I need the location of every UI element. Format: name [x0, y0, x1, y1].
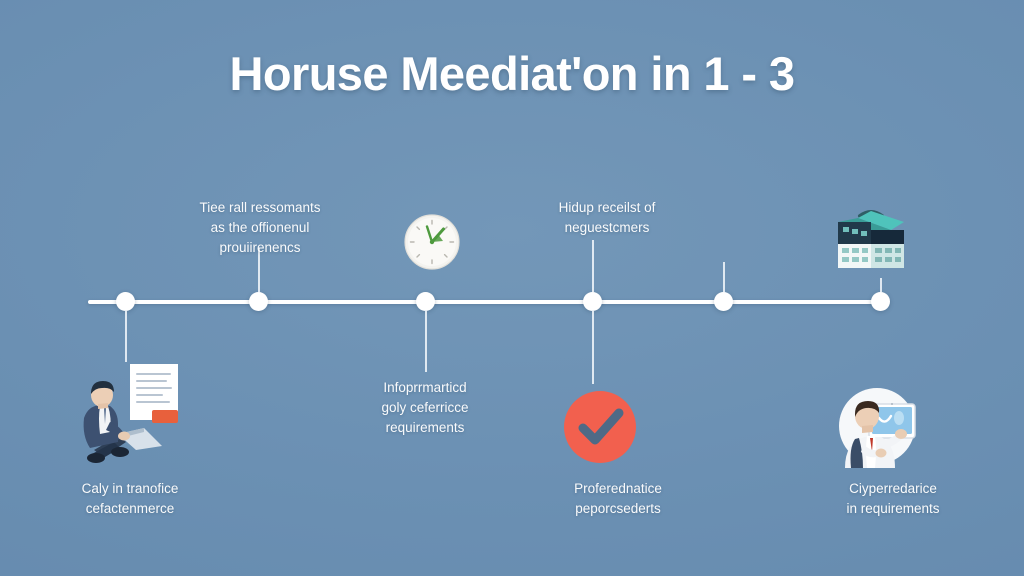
caption-bottom-left-line-1: Caly in tranofice: [81, 481, 179, 496]
briefcase-icon: [828, 200, 914, 278]
stem-node-4-down: [592, 310, 594, 384]
timeline-node-5[interactable]: [714, 292, 733, 311]
caption-below-middle-line-2: goly ceferricce: [381, 400, 469, 415]
stem-node-2-up: [258, 248, 260, 292]
timeline-node-1[interactable]: [116, 292, 135, 311]
stem-node-5-up: [723, 262, 725, 292]
caption-above-left-line-2: as the offionenul: [210, 220, 310, 235]
caption-above-left-line-3: prouiirenencs: [219, 240, 301, 255]
stem-node-6-up: [880, 278, 882, 292]
person-with-laptop-illustration: [74, 362, 202, 470]
caption-above-right-line-1: Hidup receilst of: [558, 200, 656, 215]
clock-icon: [403, 213, 461, 271]
caption-bottom-middle-line-2: peporcsederts: [575, 501, 661, 516]
caption-below-middle-line-3: requirements: [385, 420, 465, 435]
caption-bottom-middle-line-1: Proferednatice: [574, 481, 662, 496]
timeline-axis: [88, 300, 888, 304]
stem-node-1-down: [125, 310, 127, 362]
timeline-node-6[interactable]: [871, 292, 890, 311]
caption-bottom-right-line-2: in requirements: [846, 501, 940, 516]
caption-bottom-right-line-1: Ciyperredarice: [849, 481, 937, 496]
stem-node-3-down: [425, 310, 427, 372]
caption-below-middle-line-1: Infoprrmarticd: [383, 380, 467, 395]
caption-below-middle: Infoprrmarticd goly ceferricce requireme…: [340, 378, 510, 438]
stem-node-4-up: [592, 240, 594, 292]
page-title: Horuse Meediat'on in 1 - 3: [229, 47, 796, 100]
caption-above-left-line-1: Tiee rall ressomants: [199, 200, 321, 215]
caption-bottom-middle: Proferednatice peporcsederts: [516, 479, 720, 519]
timeline-node-4[interactable]: [583, 292, 602, 311]
check-circle-icon: [561, 388, 639, 466]
timeline-node-3[interactable]: [416, 292, 435, 311]
timeline-node-2[interactable]: [249, 292, 268, 311]
person-with-tablet-illustration: [829, 382, 925, 474]
caption-above-left: Tiee rall ressomants as the offionenul p…: [160, 198, 360, 258]
caption-above-right-line-2: neguestcmers: [564, 220, 650, 235]
caption-bottom-right: Ciyperredarice in requirements: [790, 479, 996, 519]
caption-bottom-left: Caly in tranofice cefactenmerce: [28, 479, 232, 519]
caption-above-right: Hidup receilst of neguestcmers: [507, 198, 707, 238]
caption-bottom-left-line-2: cefactenmerce: [85, 501, 175, 516]
